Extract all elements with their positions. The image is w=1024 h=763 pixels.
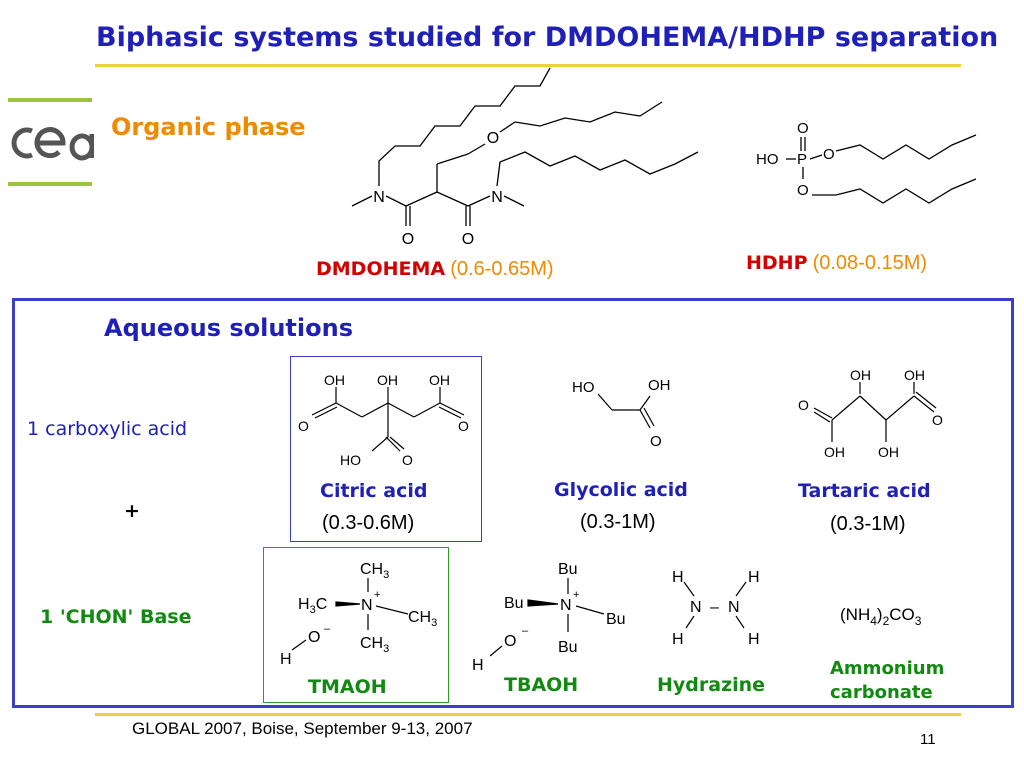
hyd-h-2: H <box>748 569 760 586</box>
hyd-dash: – <box>710 599 719 616</box>
citric-acid-name: Citric acid <box>320 480 428 502</box>
tba-bu-left: Bu <box>504 595 524 612</box>
citric-acid-conc: (0.3-0.6M) <box>322 512 415 534</box>
tma-n: N <box>361 597 373 614</box>
hdhp-name: HDHP <box>746 252 808 274</box>
atom-o-1: O <box>298 418 309 434</box>
tba-bu-top: Bu <box>558 561 578 578</box>
svg-text:(NH4)2CO3: (NH4)2CO3 <box>840 605 922 628</box>
ammonium-carbonate-formula: (NH4)2CO3 <box>840 605 922 628</box>
tma-ch3-right: CH3 <box>408 609 437 629</box>
hyd-h-4: H <box>748 631 760 648</box>
tmaoh-structure: CH3 H3C N + CH3 CH3 O – H <box>280 561 437 668</box>
hyd-h-1: H <box>672 569 684 586</box>
citric-acid-structure: OH OH OH O O HO O <box>298 372 469 468</box>
row-label-chon-base: 1 'CHON' Base <box>40 606 192 628</box>
atom-o-ether: O <box>487 130 499 147</box>
tba-bu-bottom: Bu <box>558 639 578 656</box>
atom-n-right: N <box>491 189 503 206</box>
tbaoh-structure: Bu Bu N + Bu Bu O – H <box>472 561 626 674</box>
dmdohema-structure: N N O O O <box>351 67 699 248</box>
tbaoh-name: TBAOH <box>504 674 579 696</box>
tartaric-acid-structure: OH OH O O OH OH <box>798 367 943 460</box>
tba-plus: + <box>573 589 579 601</box>
glycolic-acid-conc: (0.3-1M) <box>580 511 656 533</box>
atom-oh-1: OH <box>324 372 345 388</box>
footer-rule <box>95 713 961 716</box>
page-number: 11 <box>920 731 936 748</box>
hydrazine-structure: H H N – N H H <box>672 569 760 648</box>
atom-oh-1: OH <box>850 367 871 383</box>
tma-minus: – <box>324 623 331 635</box>
atom-o-right: O <box>823 146 835 163</box>
tma-h: H <box>280 651 292 668</box>
atom-oh: OH <box>648 377 671 394</box>
cea-logo-mark <box>11 127 94 161</box>
tba-minus: – <box>522 625 529 637</box>
organic-phase-heading: Organic phase <box>111 113 306 141</box>
tmaoh-name: TMAOH <box>308 676 387 698</box>
atom-oh-3: OH <box>429 372 450 388</box>
atom-oh-2: OH <box>904 367 925 383</box>
tba-n: N <box>560 597 572 614</box>
hyd-n-2: N <box>728 599 740 616</box>
slide-title: Biphasic systems studied for DMDOHEMA/HD… <box>96 22 999 53</box>
atom-oh-3: OH <box>824 444 845 460</box>
atom-o-3: O <box>402 452 413 468</box>
hyd-h-3: H <box>672 631 684 648</box>
atom-oh-2: OH <box>377 372 398 388</box>
tartaric-acid-name: Tartaric acid <box>798 480 931 502</box>
tba-bu-right: Bu <box>606 611 626 628</box>
atom-o-2: O <box>458 418 469 434</box>
glycolic-acid-name: Glycolic acid <box>554 479 688 501</box>
tma-ch3-bottom: CH3 <box>360 635 389 655</box>
tmaoh-box <box>263 547 449 703</box>
hdhp-label: HDHP (0.08-0.15M) <box>746 252 927 275</box>
atom-ho: HO <box>572 379 595 396</box>
atom-o-1: O <box>798 397 809 413</box>
hdhp-structure: HO P O O O <box>756 120 977 204</box>
cea-logo <box>8 98 94 190</box>
title-rule <box>95 64 961 67</box>
citric-acid-box <box>290 356 482 542</box>
atom-o-right: O <box>462 231 474 248</box>
ammonium-carbonate-name-line1: Ammonium <box>830 658 945 679</box>
ammonium-carbonate-name-line2: carbonate <box>830 682 933 703</box>
tartaric-acid-conc: (0.3-1M) <box>830 513 906 535</box>
dmdohema-name: DMDOHEMA <box>316 258 446 280</box>
dmdohema-conc: (0.6-0.65M) <box>450 258 554 280</box>
atom-o-2: O <box>932 412 943 428</box>
atom-ho: HO <box>340 452 361 468</box>
tma-h3c: H3C <box>298 596 327 616</box>
hyd-n-1: N <box>690 599 702 616</box>
atom-ho: HO <box>756 151 779 168</box>
tma-o: O <box>308 629 320 646</box>
glycolic-acid-structure: HO OH O <box>572 377 671 450</box>
atom-o-left: O <box>402 231 414 248</box>
atom-n-left: N <box>373 189 385 206</box>
atom-o: O <box>650 433 662 450</box>
tma-plus: + <box>374 589 380 601</box>
aqueous-solutions-box <box>12 298 1014 708</box>
atom-o-top: O <box>797 120 809 137</box>
tba-h: H <box>472 657 484 674</box>
aqueous-heading: Aqueous solutions <box>104 314 353 342</box>
atom-oh-4: OH <box>878 444 899 460</box>
atom-p: P <box>797 151 807 168</box>
tba-o: O <box>504 633 516 650</box>
tma-ch3-top: CH3 <box>360 561 389 581</box>
hydrazine-name: Hydrazine <box>657 674 766 696</box>
plus-sign: + <box>124 500 140 522</box>
footer-text: GLOBAL 2007, Boise, September 9-13, 2007 <box>132 719 473 738</box>
hdhp-conc: (0.08-0.15M) <box>812 252 928 274</box>
row-label-carboxylic-acid: 1 carboxylic acid <box>27 418 188 440</box>
dmdohema-label: DMDOHEMA (0.6-0.65M) <box>316 258 554 281</box>
atom-o-bottom: O <box>797 182 809 199</box>
